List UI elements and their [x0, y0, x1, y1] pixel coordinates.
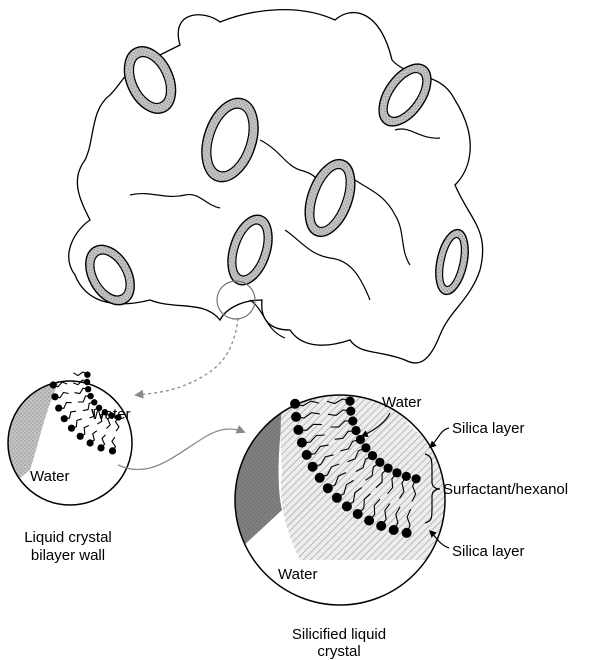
caption-small-line1: Liquid crystal: [24, 529, 112, 546]
tube-ring: [220, 210, 280, 291]
surfactant-head: [392, 468, 401, 477]
silicified-inset: Water Water: [228, 394, 455, 605]
surfactant-head: [77, 433, 84, 440]
silica-layer-band: [281, 395, 455, 560]
bilayer-wall-inset: Water Water: [5, 372, 132, 506]
tube-ring: [76, 237, 144, 313]
surfactant-head: [332, 493, 342, 503]
surfactant-head: [384, 464, 393, 473]
surfactant-head: [345, 397, 354, 406]
surfactant-head: [402, 528, 412, 538]
surfactant-head: [342, 501, 352, 511]
surfactant-head: [353, 509, 363, 519]
surfactant-head: [348, 416, 357, 425]
network-inner-curve: [395, 129, 440, 138]
zoom-arrow-to-big: [118, 429, 244, 470]
dark-silica-texture: [228, 395, 285, 560]
network-inner-curve: [355, 180, 410, 265]
surfactant-head: [84, 372, 90, 378]
surfactant-head: [291, 412, 301, 422]
silica-layer-label-top: Silica layer: [452, 420, 525, 437]
surfactant-head: [375, 458, 384, 467]
surfactant-head: [315, 473, 325, 483]
surfactant-head: [87, 439, 94, 446]
surfactant-head: [361, 443, 370, 452]
surfactant-head: [364, 516, 374, 526]
network-inner-curve: [250, 300, 285, 338]
caption-big-line2: crystal: [317, 643, 360, 660]
surfactant-head: [402, 472, 411, 481]
water-label-big-top: Water: [382, 394, 421, 411]
magnifier-circle: [217, 281, 255, 319]
surfactant-head: [376, 521, 386, 531]
water-label-small-bottom: Water: [30, 468, 69, 485]
surfactant-head: [412, 474, 421, 483]
tube-ring: [192, 91, 268, 189]
surfactant-head: [51, 393, 58, 400]
tube-ring: [430, 227, 473, 298]
surfactant-head: [109, 447, 116, 454]
tube-ring: [296, 153, 365, 243]
surfactant-head: [323, 483, 333, 493]
surfactant-head: [55, 405, 62, 412]
surfactant-head: [368, 451, 377, 460]
surfactant-head: [346, 407, 355, 416]
network-inner-curve: [285, 230, 370, 300]
water-label-big-bottom: Water: [278, 566, 317, 583]
surfactant-head: [91, 399, 97, 405]
surfactant-head: [97, 444, 104, 451]
caption-big-line1: Silicified liquid: [292, 626, 386, 643]
surfactant-head: [356, 435, 365, 444]
surfactant-head: [297, 438, 307, 448]
water-label-small-top: Water: [91, 406, 130, 423]
surfactant-head: [87, 393, 93, 399]
surfactant-head: [61, 415, 68, 422]
surfactant-head: [293, 425, 303, 435]
silica-layer-label-bottom: Silica layer: [452, 543, 525, 560]
surfactant-hexanol-label: Surfactant/hexanol: [443, 481, 568, 498]
caption-small-line2: bilayer wall: [31, 547, 105, 564]
zoom-arrow-to-small: [136, 318, 238, 395]
network-inner-curve: [130, 194, 220, 208]
surfactant-head: [389, 525, 399, 535]
silica-pointer-top: [430, 428, 449, 447]
surfactant-head: [68, 425, 75, 432]
surfactant-head: [351, 426, 360, 435]
surfactant-head: [302, 450, 312, 460]
tube-ring: [114, 39, 185, 122]
surfactant-head: [85, 386, 91, 392]
tube-ring: [369, 55, 442, 135]
surfactant-head: [308, 462, 318, 472]
bilayer-network: [69, 10, 483, 363]
